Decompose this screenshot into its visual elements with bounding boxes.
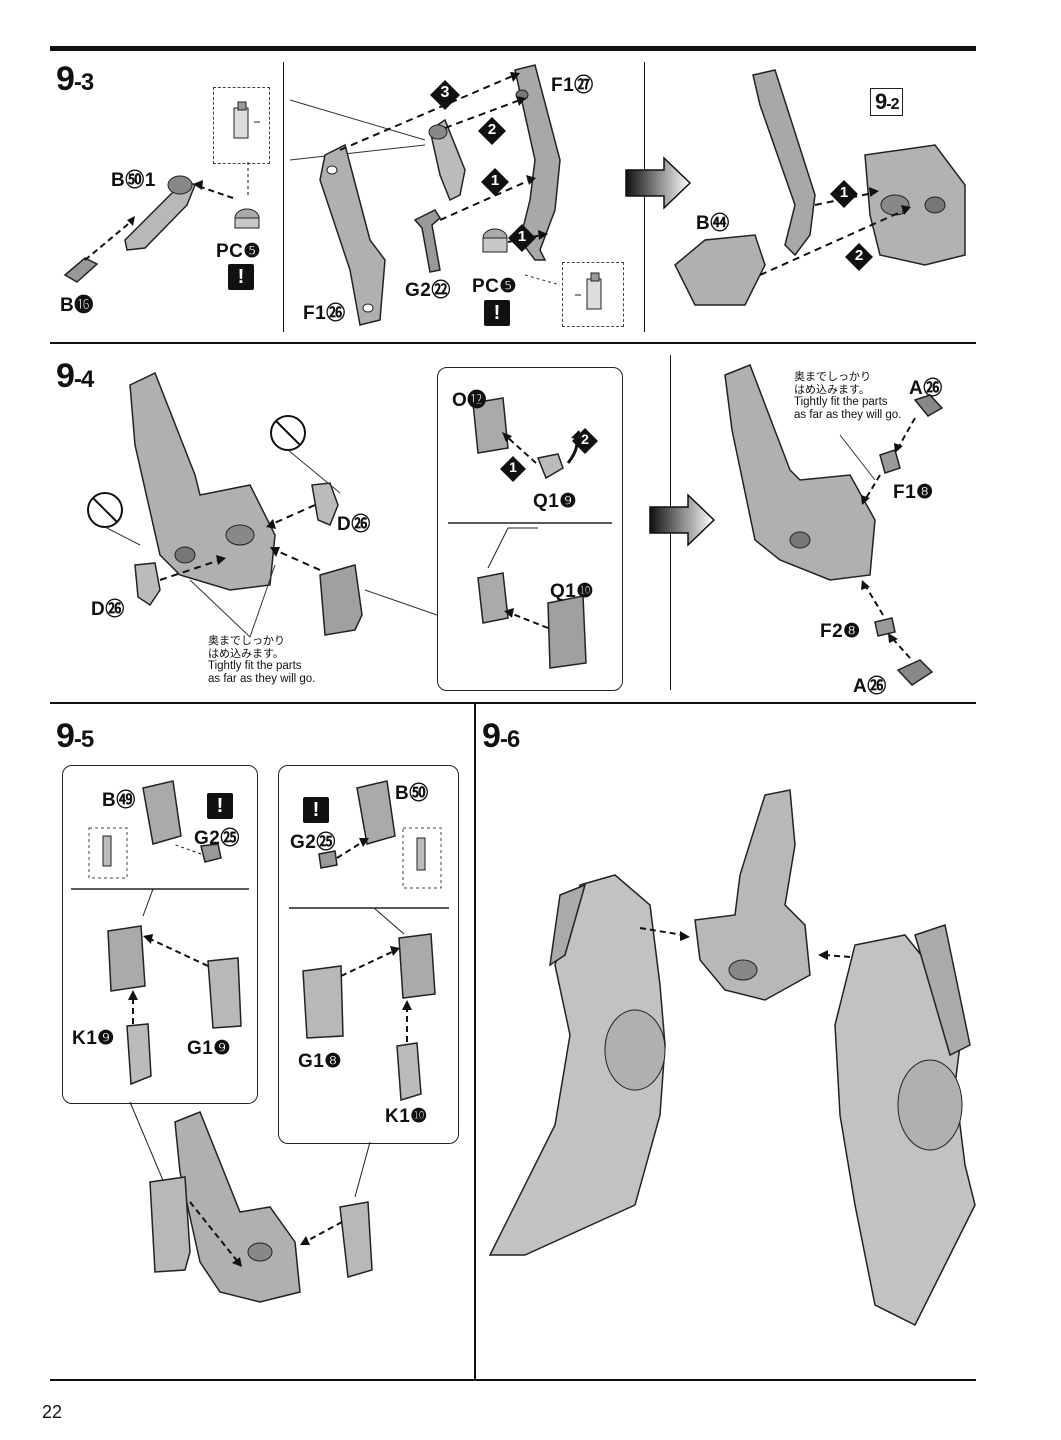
divider-95-96 <box>474 704 476 1380</box>
label-q19: Q1❾ <box>533 491 577 512</box>
order-badge-3-label: 3 <box>440 84 450 101</box>
fit-note-9-4: 奥までしっかり はめ込みます。 Tightly fit the parts as… <box>208 634 315 686</box>
label-a26-bottom: A㉖ <box>853 676 887 697</box>
divider-93a <box>283 62 284 332</box>
fit-note-jp-2: はめ込みます。 <box>208 647 284 660</box>
part-f127-shape <box>514 64 561 261</box>
label-g19: G1❾ <box>187 1038 231 1059</box>
row-divider-1 <box>50 342 976 344</box>
fit-note-en-1: Tightly fit the parts <box>208 660 302 672</box>
inset-9-4-drawing <box>448 397 612 669</box>
inset-9-5-right-drawing <box>289 780 449 1101</box>
order-badge-2b <box>845 243 873 271</box>
order-badge-2b-label: 2 <box>854 247 864 264</box>
label-b50: B㊿ <box>395 783 429 804</box>
ref-step-9-2: 9-2 <box>870 88 904 116</box>
step-9-4-right-drawing <box>724 364 944 686</box>
step-9-3-left-drawing <box>63 162 260 283</box>
fit-note-jp-1: 奥までしっかり <box>208 634 285 647</box>
detail-box-pc5-orientation <box>213 87 270 164</box>
step-9-3-title: 9-3 <box>56 60 94 98</box>
label-d26-left: D㉖ <box>91 599 125 620</box>
order-badge-2-inset-label: 2 <box>581 431 589 447</box>
warning-icon-2: ! <box>484 300 510 326</box>
label-k19: K1❾ <box>72 1028 115 1049</box>
label-b44: B㊹ <box>696 213 730 234</box>
label-f18: F1❽ <box>893 482 934 503</box>
order-badge-3 <box>430 80 460 110</box>
order-badge-1a-label: 1 <box>490 172 500 189</box>
label-g225-right: G2㉕ <box>290 832 336 853</box>
label-b49: B㊾ <box>102 790 136 811</box>
fit-note-r-jp-1: 奥までしっかり <box>794 370 871 383</box>
label-pc5-right: PC❺ <box>472 276 517 297</box>
top-rule <box>50 46 976 51</box>
step-9-5-title: 9-5 <box>56 717 94 755</box>
warning-icon-3: ! <box>207 793 233 819</box>
label-g18: G1❽ <box>298 1051 342 1072</box>
label-q110: Q1❿ <box>550 581 594 602</box>
fit-note-r-en-1: Tightly fit the parts <box>794 396 888 408</box>
process-arrow-1 <box>625 156 692 210</box>
part-pc5-shape <box>234 208 260 229</box>
order-badge-1-inset-label: 1 <box>509 459 517 475</box>
fit-note-r-jp-2: はめ込みます。 <box>794 383 870 396</box>
step-9-3-right-drawing <box>674 69 966 306</box>
label-k110: K1❿ <box>385 1106 428 1127</box>
label-f127: F1㉗ <box>551 75 594 96</box>
inset-9-5-right <box>278 765 459 1144</box>
fit-note-r-en-2: as far as they will go. <box>794 409 902 421</box>
order-badge-1a <box>481 168 509 196</box>
label-pc5-left: PC❺ <box>216 241 261 262</box>
order-badge-1c-label: 1 <box>839 184 849 201</box>
page-number: 22 <box>42 1402 63 1422</box>
order-badge-1b-label: 1 <box>517 228 527 245</box>
pc5-right-orientation-icon <box>575 272 602 310</box>
label-f28: F2❽ <box>820 621 861 642</box>
label-a26-top: A㉖ <box>909 378 943 399</box>
order-badge-1b <box>508 224 536 252</box>
row-divider-2 <box>50 702 976 704</box>
part-g222-shape <box>413 209 441 273</box>
part-f126-shape <box>319 143 386 326</box>
label-b51: B㊿1 <box>111 170 156 191</box>
label-d26-right: D㉖ <box>337 514 371 535</box>
divider-93b <box>644 62 645 332</box>
order-badge-1-inset <box>500 456 526 482</box>
fit-note-9-4-right: 奥までしっかり はめ込みます。 Tightly fit the parts as… <box>794 370 901 422</box>
inset-9-4: 1 2 <box>437 367 623 691</box>
left-leg-shape <box>488 874 666 1256</box>
step-9-4-main-drawing <box>87 371 438 638</box>
label-b16: B⓰ <box>60 295 94 316</box>
warning-icon-4: ! <box>303 797 329 823</box>
warning-icon: ! <box>228 264 254 290</box>
label-o12: O⓬ <box>452 390 487 411</box>
order-badge-2-label: 2 <box>487 121 497 138</box>
label-g222: G2㉒ <box>405 280 451 301</box>
step-9-4-title: 9-4 <box>56 357 94 395</box>
label-f126: F1㉖ <box>303 303 346 324</box>
process-arrow-2 <box>649 493 716 547</box>
step-9-6-title: 9-6 <box>482 717 520 755</box>
inset-9-5-left-drawing <box>71 780 249 1086</box>
fit-note-en-2: as far as they will go. <box>208 673 316 685</box>
order-badge-2 <box>478 117 506 145</box>
hip-shape <box>694 789 811 1001</box>
order-badge-2-inset <box>572 428 598 454</box>
detail-box-pc5-right <box>562 262 624 327</box>
step-9-5-main-drawing <box>129 1101 373 1303</box>
step-9-6-drawing <box>488 789 976 1327</box>
order-badge-1c <box>830 180 858 208</box>
label-g225-left: G2㉕ <box>194 828 240 849</box>
bottom-rule <box>50 1379 976 1381</box>
pc5-orientation-icon <box>233 101 260 139</box>
part-b16-shape <box>63 257 99 283</box>
inset-9-5-left <box>62 765 258 1104</box>
step-9-3-middle-drawing <box>289 64 561 326</box>
part-b51-shape <box>124 175 196 251</box>
